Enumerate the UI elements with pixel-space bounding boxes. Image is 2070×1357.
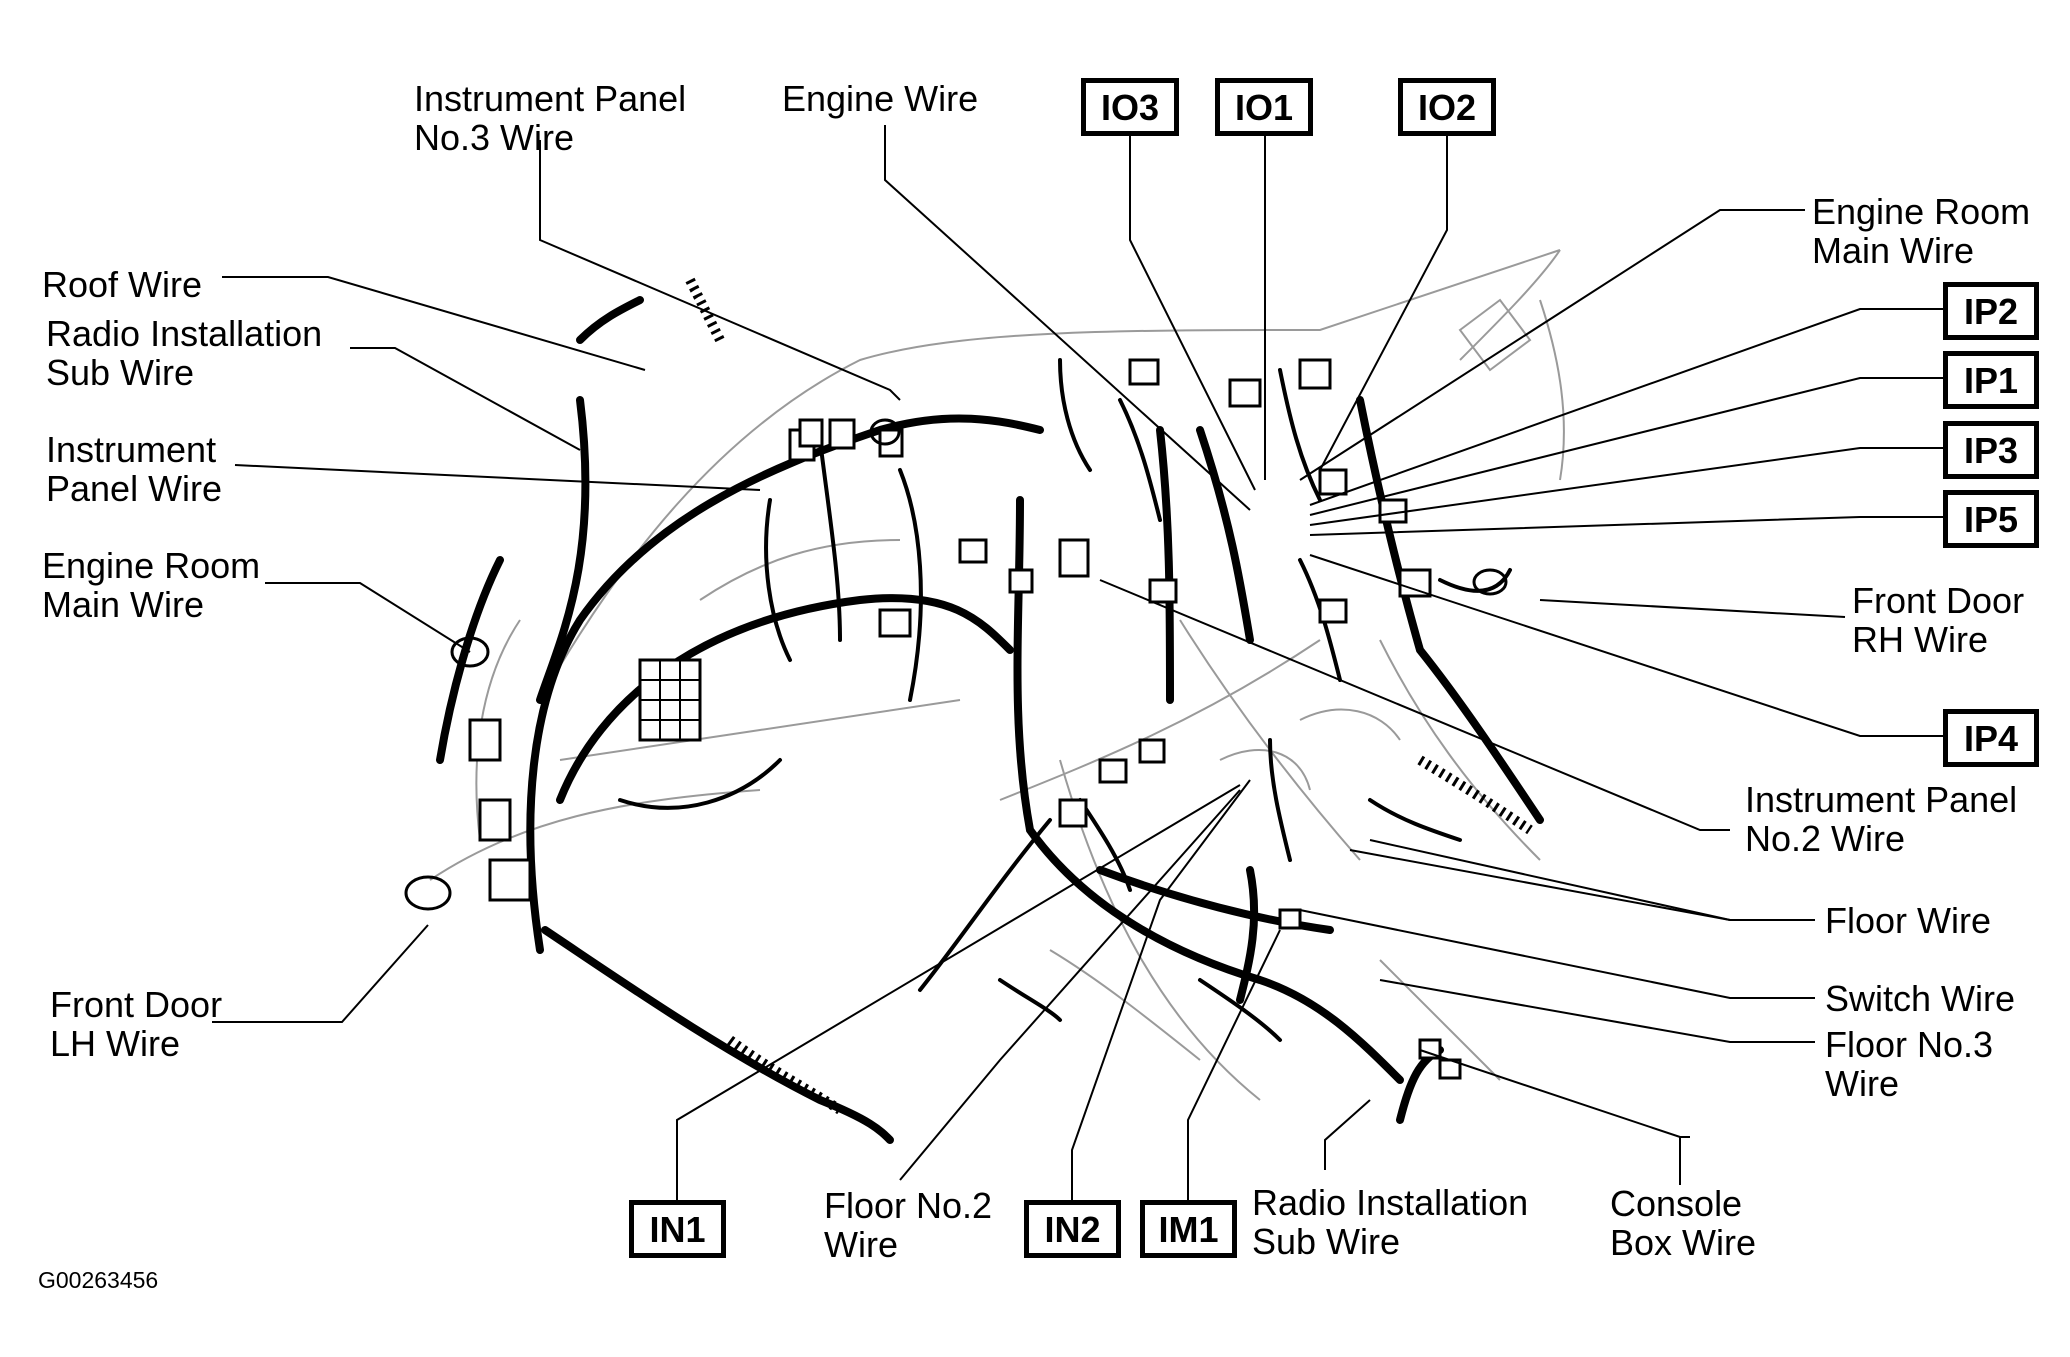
connector-io1: IO1 xyxy=(1215,78,1313,136)
corrugated-tubes xyxy=(685,277,1533,1115)
label-instrument-panel-no3-wire: Instrument Panel No.3 Wire xyxy=(414,78,687,158)
label-switch-wire: Switch Wire xyxy=(1825,978,2016,1019)
connector-ip1: IP1 xyxy=(1943,351,2039,409)
connector-ip3: IP3 xyxy=(1943,421,2039,479)
label-console-box-wire: Console Box Wire xyxy=(1610,1183,1757,1263)
connector-im1: IM1 xyxy=(1140,1200,1237,1258)
connector-ip5: IP5 xyxy=(1943,490,2039,548)
label-roof-wire: Roof Wire xyxy=(42,264,203,305)
label-front-door-lh-wire: Front Door LH Wire xyxy=(50,984,223,1064)
label-engine-room-main-wire-left: Engine Room Main Wire xyxy=(42,545,261,625)
label-radio-installation-sub-wire-left: Radio Installation Sub Wire xyxy=(46,313,323,393)
figure-code: G00263456 xyxy=(38,1267,159,1293)
connector-in1: IN1 xyxy=(629,1200,726,1258)
connector-io3: IO3 xyxy=(1081,78,1179,136)
leader-lines xyxy=(212,125,1943,1214)
label-engine-room-main-wire-right: Engine Room Main Wire xyxy=(1812,191,2031,271)
connector-ip2: IP2 xyxy=(1943,282,2039,340)
label-instrument-panel-wire: Instrument Panel Wire xyxy=(46,429,223,509)
harness-main xyxy=(436,296,1544,1144)
grommets xyxy=(404,418,1508,911)
label-engine-wire: Engine Wire xyxy=(782,78,979,119)
connector-ip4: IP4 xyxy=(1943,709,2039,767)
label-instrument-panel-no2-wire: Instrument Panel No.2 Wire xyxy=(1745,779,2018,859)
label-floor-no3-wire: Floor No.3 Wire xyxy=(1825,1024,1994,1104)
connector-in2: IN2 xyxy=(1024,1200,1121,1258)
harness-branches xyxy=(618,358,1512,1042)
label-radio-installation-sub-wire-bottom: Radio Installation Sub Wire xyxy=(1252,1182,1529,1262)
fuse-block xyxy=(639,659,701,741)
label-floor-no2-wire: Floor No.2 Wire xyxy=(824,1185,993,1265)
label-front-door-rh-wire: Front Door RH Wire xyxy=(1852,580,2025,660)
body-outline xyxy=(429,249,1565,1101)
label-floor-wire: Floor Wire xyxy=(1825,900,1992,941)
connector-blocks xyxy=(468,358,1462,1080)
connector-io2: IO2 xyxy=(1398,78,1496,136)
